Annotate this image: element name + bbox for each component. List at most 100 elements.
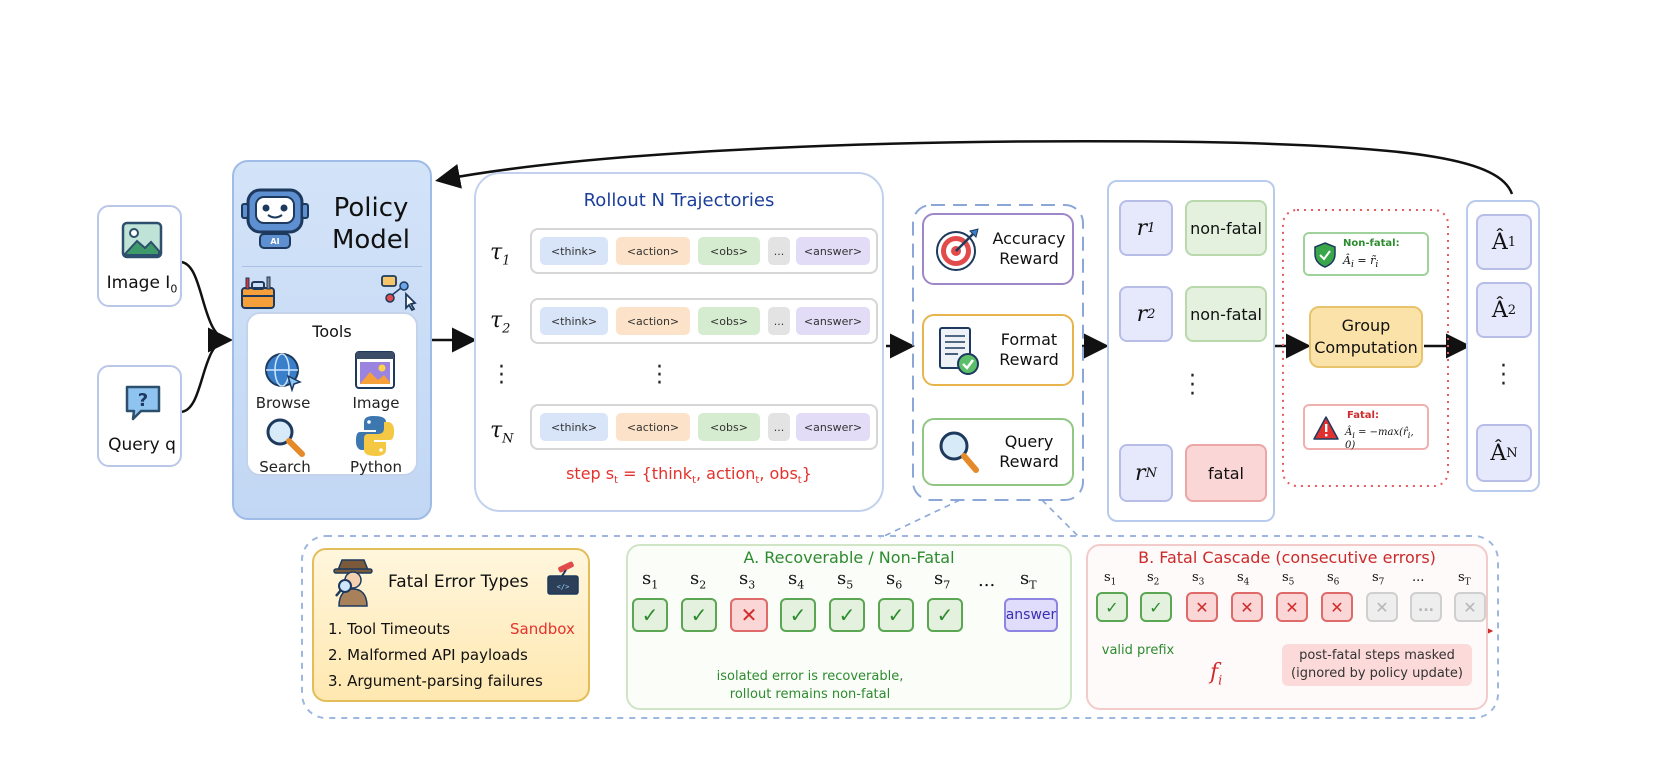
nonfatal-formula: Âi = r̃i xyxy=(1343,254,1379,271)
step-definition: step st = {thinkt, actiont, obst} xyxy=(566,464,812,487)
step-label-s1: s1 xyxy=(1104,570,1117,588)
detective-icon xyxy=(333,559,373,607)
trajectory-row-2: <think> <action> <obs> ... <answer> xyxy=(530,298,878,344)
vertical-ellipsis-center: ··· xyxy=(656,355,663,396)
image-icon xyxy=(121,221,163,259)
tool-label-python: Python xyxy=(350,458,402,476)
image-to-policy-arrow xyxy=(179,260,231,342)
tools-box: Tools Browse Image Search xyxy=(246,312,418,476)
token-ellipsis: ... xyxy=(768,237,790,265)
sandbox-label: Sandbox xyxy=(510,620,575,638)
fatal-type-item-1: 1. Tool Timeouts xyxy=(328,620,451,638)
step-error-mark: ✕ xyxy=(730,598,768,632)
toolbox-icon xyxy=(241,276,275,309)
token-obs: <obs> xyxy=(698,413,760,441)
vertical-ellipsis: ··· xyxy=(1189,364,1196,407)
step-ellipsis: ... xyxy=(978,570,996,591)
token-answer: <answer> xyxy=(796,413,870,441)
step-error-mark: ✕ xyxy=(1186,592,1218,622)
trajectory-row-1: <think> <action> <obs> ... <answer> xyxy=(530,228,878,274)
document-check-icon xyxy=(939,327,979,375)
step-ok-mark: ✓ xyxy=(878,598,914,632)
step-ellipsis: ... xyxy=(1412,570,1425,585)
step-ok-mark: ✓ xyxy=(927,598,963,632)
fatal-error-types-title: Fatal Error Types xyxy=(388,572,529,592)
rollout-title: Rollout N Trajectories xyxy=(583,190,775,211)
fatal-cascade-title: B. Fatal Cascade (consecutive errors) xyxy=(1138,548,1436,567)
vertical-ellipsis-left: ··· xyxy=(498,355,505,396)
magnifier-icon xyxy=(939,431,979,473)
step-ok-mark: ✓ xyxy=(681,598,717,632)
step-label-s6: s6 xyxy=(886,568,903,592)
step-label-s5: s5 xyxy=(1282,570,1295,588)
fatal-formula: Âi = −max(r̂i, 0) xyxy=(1345,427,1414,451)
sandbox-terminal-icon: </> xyxy=(547,561,579,595)
fatal-type-item-2: 2. Malformed API payloads xyxy=(328,646,528,664)
policy-divider xyxy=(242,266,422,267)
advantage-container xyxy=(1282,209,1449,487)
step-label-s4: s4 xyxy=(1237,570,1250,588)
query-input-label: Query q xyxy=(108,435,176,455)
vertical-ellipsis: ··· xyxy=(1500,354,1507,397)
image-tool-icon xyxy=(355,351,395,389)
status-rn: fatal xyxy=(1185,444,1267,502)
robot-icon: AI xyxy=(241,188,309,249)
svg-text:AI: AI xyxy=(270,237,279,246)
step-masked-mark: ✕ xyxy=(1366,592,1398,622)
tool-label-image: Image xyxy=(352,394,400,412)
bottom-container xyxy=(301,535,1499,719)
fatal-error-types-card: Fatal Error Types </> 1. Tool Timeouts S… xyxy=(312,548,590,702)
step-ok-mark: ✓ xyxy=(1140,592,1172,622)
tool-label-search: Search xyxy=(259,458,311,476)
target-icon xyxy=(936,228,979,271)
query-input-card: ? Query q xyxy=(97,365,182,467)
fatal-index-label: fi xyxy=(1210,660,1223,689)
token-obs: <obs> xyxy=(698,307,760,335)
step-label-st: sT xyxy=(1458,570,1471,588)
shield-icon xyxy=(1314,242,1336,268)
step-label-s7: s7 xyxy=(934,568,951,592)
magnifier-icon xyxy=(266,418,305,457)
globe-icon xyxy=(265,353,302,392)
step-label-s1: s1 xyxy=(642,568,659,592)
step-label-s3: s3 xyxy=(1192,570,1205,588)
tool-label-browse: Browse xyxy=(255,394,311,412)
python-icon xyxy=(356,416,394,456)
nonfatal-advantage-card: Non-fatal: Âi = r̃i xyxy=(1303,232,1429,276)
step-error-mark: ✕ xyxy=(1276,592,1308,622)
image-input-label: Image I0 xyxy=(106,273,178,296)
token-action: <action> xyxy=(616,413,690,441)
step-label-s5: s5 xyxy=(837,568,854,592)
token-obs: <obs> xyxy=(698,237,760,265)
tool-network-click-icon xyxy=(381,275,417,312)
step-label-s6: s6 xyxy=(1327,570,1340,588)
zoom-line-left xyxy=(879,499,961,539)
valid-prefix-label: valid prefix xyxy=(1101,643,1175,658)
question-bubble-icon: ? xyxy=(125,385,161,421)
warning-icon xyxy=(1313,416,1339,440)
step-error-mark: ✕ xyxy=(1321,592,1353,622)
masked-steps-note: post-fatal steps masked(ignored by polic… xyxy=(1282,644,1472,686)
token-action: <action> xyxy=(616,307,690,335)
step-label-s7: s7 xyxy=(1372,570,1385,588)
policy-model-panel: AI Policy Model Tools Browse xyxy=(232,160,432,520)
recoverable-title: A. Recoverable / Non-Fatal xyxy=(743,548,955,567)
reward-container xyxy=(912,204,1084,501)
token-think: <think> xyxy=(540,413,608,441)
fatal-title: Fatal: xyxy=(1347,410,1379,421)
token-action: <action> xyxy=(616,237,690,265)
fatal-advantage-card: Fatal: Âi = −max(r̂i, 0) xyxy=(1303,404,1429,451)
token-ellipsis: ... xyxy=(768,413,790,441)
status-r1: non-fatal xyxy=(1185,200,1267,256)
feedback-arrow xyxy=(435,140,1514,195)
